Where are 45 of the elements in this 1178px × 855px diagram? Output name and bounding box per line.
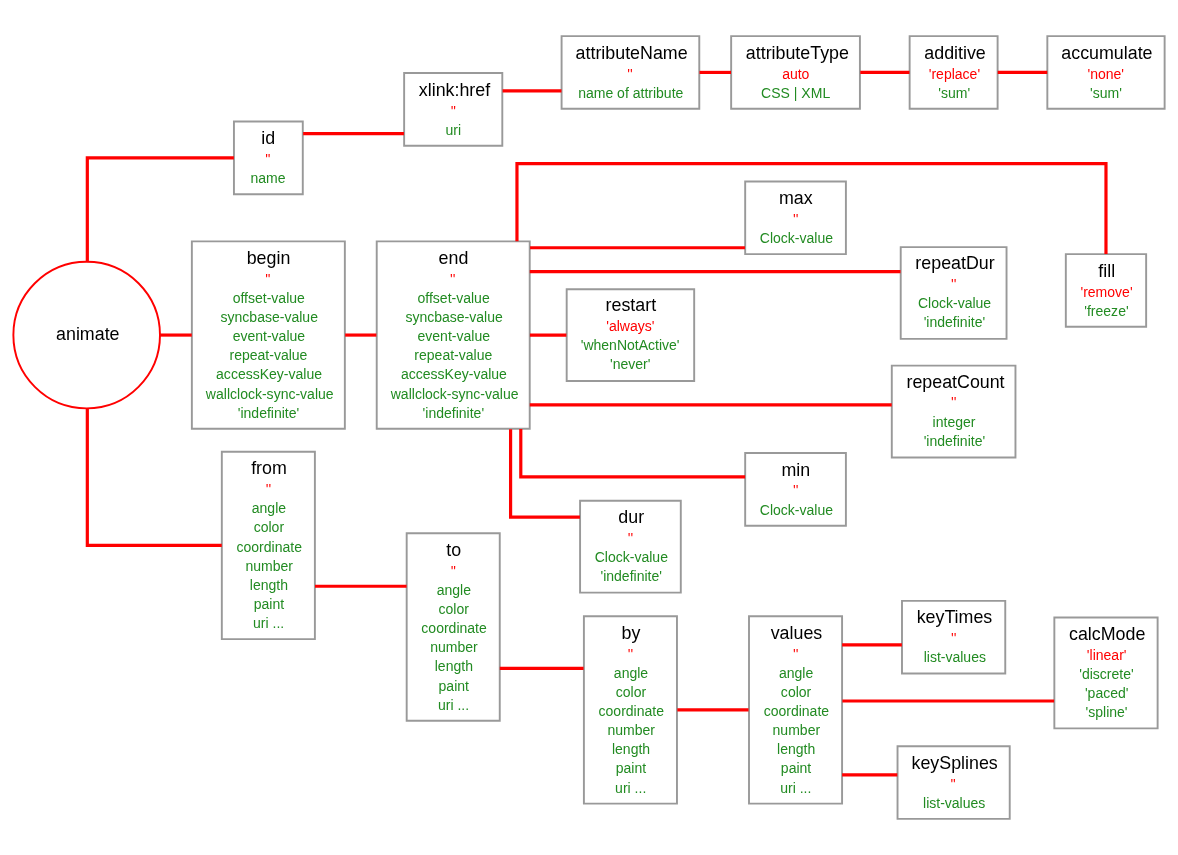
connector: [860, 70, 910, 75]
node-box: min '' Clock-value: [744, 452, 847, 527]
node-box: to '' angle color coordinate number length paint uri ...: [405, 532, 501, 722]
node-box: repeatDur '' Clock-value 'indefinite': [899, 246, 1008, 340]
node-box: fill 'remove' 'freeze': [1064, 253, 1148, 328]
connector: [529, 333, 567, 337]
connector: [529, 270, 901, 274]
node-circle: animate: [12, 260, 161, 410]
node-box: id '' name: [232, 120, 304, 196]
node-box: keyTimes '' list-values: [901, 599, 1007, 675]
node-box: keySplines '' list-values: [896, 745, 1011, 820]
connector: [85, 408, 222, 548]
connector: [842, 773, 898, 777]
connector: [842, 699, 1055, 703]
node-box: calcMode 'linear' 'discrete' 'paced' 'spline': [1053, 616, 1159, 730]
connector: [699, 70, 731, 75]
node-box: accumulate 'none' 'sum': [1046, 35, 1166, 110]
connector: [315, 584, 407, 588]
node-box: values '' angle color coordinate number length paint uri ...: [748, 615, 844, 805]
connector: [85, 156, 234, 262]
connector: [997, 70, 1048, 75]
node-box: max '' Clock-value: [744, 180, 847, 256]
connector: [303, 132, 404, 136]
node-box: xlink:href '' uri: [403, 72, 504, 147]
node-box: dur '' Clock-value 'indefinite': [579, 499, 682, 594]
node-box: end '' offset-value syncbase-value event-value repeat-value accessKey-value wallclock-sync-value 'indefinite': [375, 240, 531, 430]
node-box: attributeType auto CSS | XML: [730, 35, 861, 110]
connector: [842, 643, 902, 647]
connector: [519, 428, 746, 479]
node-box: additive 'replace' 'sum': [908, 35, 999, 110]
node-box: begin '' offset-value syncbase-value event-value repeat-value accessKey-value wallclock-sync-value 'indefinite': [190, 240, 346, 430]
connector: [509, 429, 580, 519]
connector: [345, 333, 377, 337]
connector: [530, 246, 745, 250]
connector: [677, 708, 749, 712]
node-box: from '' angle color coordinate number length paint uri ...: [220, 450, 316, 641]
node-box: by '' angle color coordinate number length paint uri ...: [582, 615, 678, 805]
connector: [515, 162, 1108, 255]
connector: [160, 333, 192, 337]
node-box: attributeName '' name of attribute: [560, 35, 701, 110]
connector: [499, 666, 584, 671]
connector: [502, 89, 562, 93]
node-box: repeatCount '' integer 'indefinite': [890, 364, 1017, 459]
node-box: restart 'always' 'whenNotActive' 'never': [565, 288, 696, 382]
connector: [529, 403, 892, 407]
